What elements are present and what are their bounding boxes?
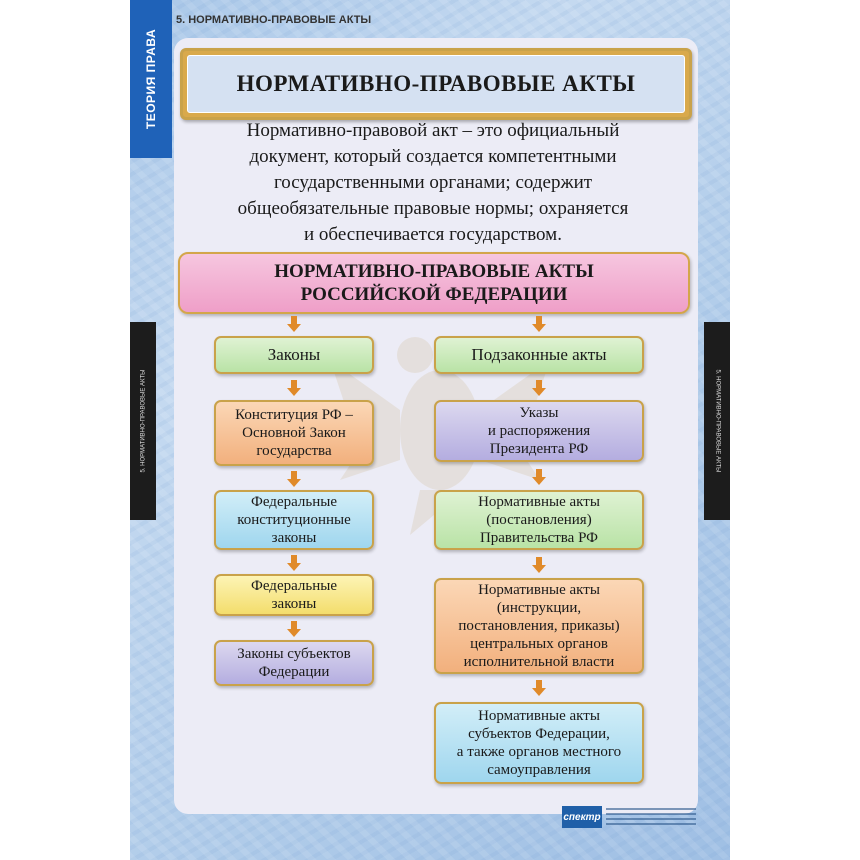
arrow-down-icon <box>532 316 546 332</box>
bylaws-header-box: Подзаконные акты <box>434 336 644 374</box>
government-acts-label: Нормативные акты (постановления) Правите… <box>478 494 600 546</box>
arrow-down-icon <box>532 380 546 396</box>
right-strip-text: 5. НОРМАТИВНО-ПРАВОВЫЕ АКТЫ <box>714 369 720 473</box>
arrow-down-icon <box>532 469 546 485</box>
federal-laws-box: Федеральные законы <box>214 574 374 616</box>
definition-text: Нормативно-правовой акт – это официальны… <box>180 118 686 248</box>
definition-line: государственными органами; содержит <box>273 172 593 193</box>
federal-constitutional-laws-label: Федеральные конституционные законы <box>237 494 351 546</box>
subject-laws-label: Законы субъектов Федерации <box>237 646 351 680</box>
page-title: НОРМАТИВНО-ПРАВОВЫЕ АКТЫ <box>187 55 685 113</box>
publisher-logo: спектр <box>562 806 602 828</box>
arrow-down-icon <box>287 380 301 396</box>
arrow-down-icon <box>287 316 301 332</box>
rf-acts-box: НОРМАТИВНО-ПРАВОВЫЕ АКТЫ РОССИЙСКОЙ ФЕДЕ… <box>178 252 690 314</box>
side-tab-label: ТЕОРИЯ ПРАВА <box>144 28 159 130</box>
poster: ТЕОРИЯ ПРАВА 5. НОРМАТИВНО-ПРАВОВЫЕ АКТЫ… <box>130 0 730 860</box>
arrow-down-icon <box>532 680 546 696</box>
arrow-down-icon <box>287 555 301 571</box>
left-black-strip: 5. НОРМАТИВНО-ПРАВОВЫЕ АКТЫ <box>130 322 156 520</box>
side-tab: ТЕОРИЯ ПРАВА <box>130 0 172 158</box>
executive-acts-label: Нормативные акты (инструкции, постановле… <box>458 582 620 670</box>
top-caption: 5. НОРМАТИВНО-ПРАВОВЫЕ АКТЫ <box>176 14 372 26</box>
definition-line: и обеспечивается государством. <box>304 224 562 245</box>
constitution-box: Конституция РФ – Основной Закон государс… <box>214 400 374 466</box>
bylaws-header-label: Подзаконные акты <box>471 345 607 364</box>
federal-laws-label: Федеральные законы <box>251 578 337 612</box>
arrow-down-icon <box>287 621 301 637</box>
subject-acts-box: Нормативные акты субъектов Федерации, а … <box>434 702 644 784</box>
definition-line: общеобязательные правовые нормы; охраняе… <box>237 198 629 219</box>
laws-header-box: Законы <box>214 336 374 374</box>
arrow-down-icon <box>287 471 301 487</box>
federal-constitutional-laws-box: Федеральные конституционные законы <box>214 490 374 550</box>
government-acts-box: Нормативные акты (постановления) Правите… <box>434 490 644 550</box>
left-strip-text: 5. НОРМАТИВНО-ПРАВОВЫЕ АКТЫ <box>140 369 146 473</box>
definition-line: Нормативно-правовой акт – это официальны… <box>246 120 620 141</box>
rf-box-line: НОРМАТИВНО-ПРАВОВЫЕ АКТЫ <box>274 261 594 282</box>
definition-line: документ, который создается компетентным… <box>249 146 617 167</box>
subject-acts-label: Нормативные акты субъектов Федерации, а … <box>456 708 622 778</box>
right-black-strip: 5. НОРМАТИВНО-ПРАВОВЫЕ АКТЫ <box>704 322 730 520</box>
subject-laws-box: Законы субъектов Федерации <box>214 640 374 686</box>
president-decrees-box: Указы и распоряжения Президента РФ <box>434 400 644 462</box>
laws-header-label: Законы <box>267 345 321 364</box>
arrow-down-icon <box>532 557 546 573</box>
executive-acts-box: Нормативные акты (инструкции, постановле… <box>434 578 644 674</box>
president-decrees-label: Указы и распоряжения Президента РФ <box>487 405 591 457</box>
rf-box-line: РОССИЙСКОЙ ФЕДЕРАЦИИ <box>300 284 568 305</box>
publisher-info <box>606 808 696 828</box>
constitution-label: Конституция РФ – Основной Закон государс… <box>235 407 353 459</box>
title-box: НОРМАТИВНО-ПРАВОВЫЕ АКТЫ <box>180 48 692 120</box>
